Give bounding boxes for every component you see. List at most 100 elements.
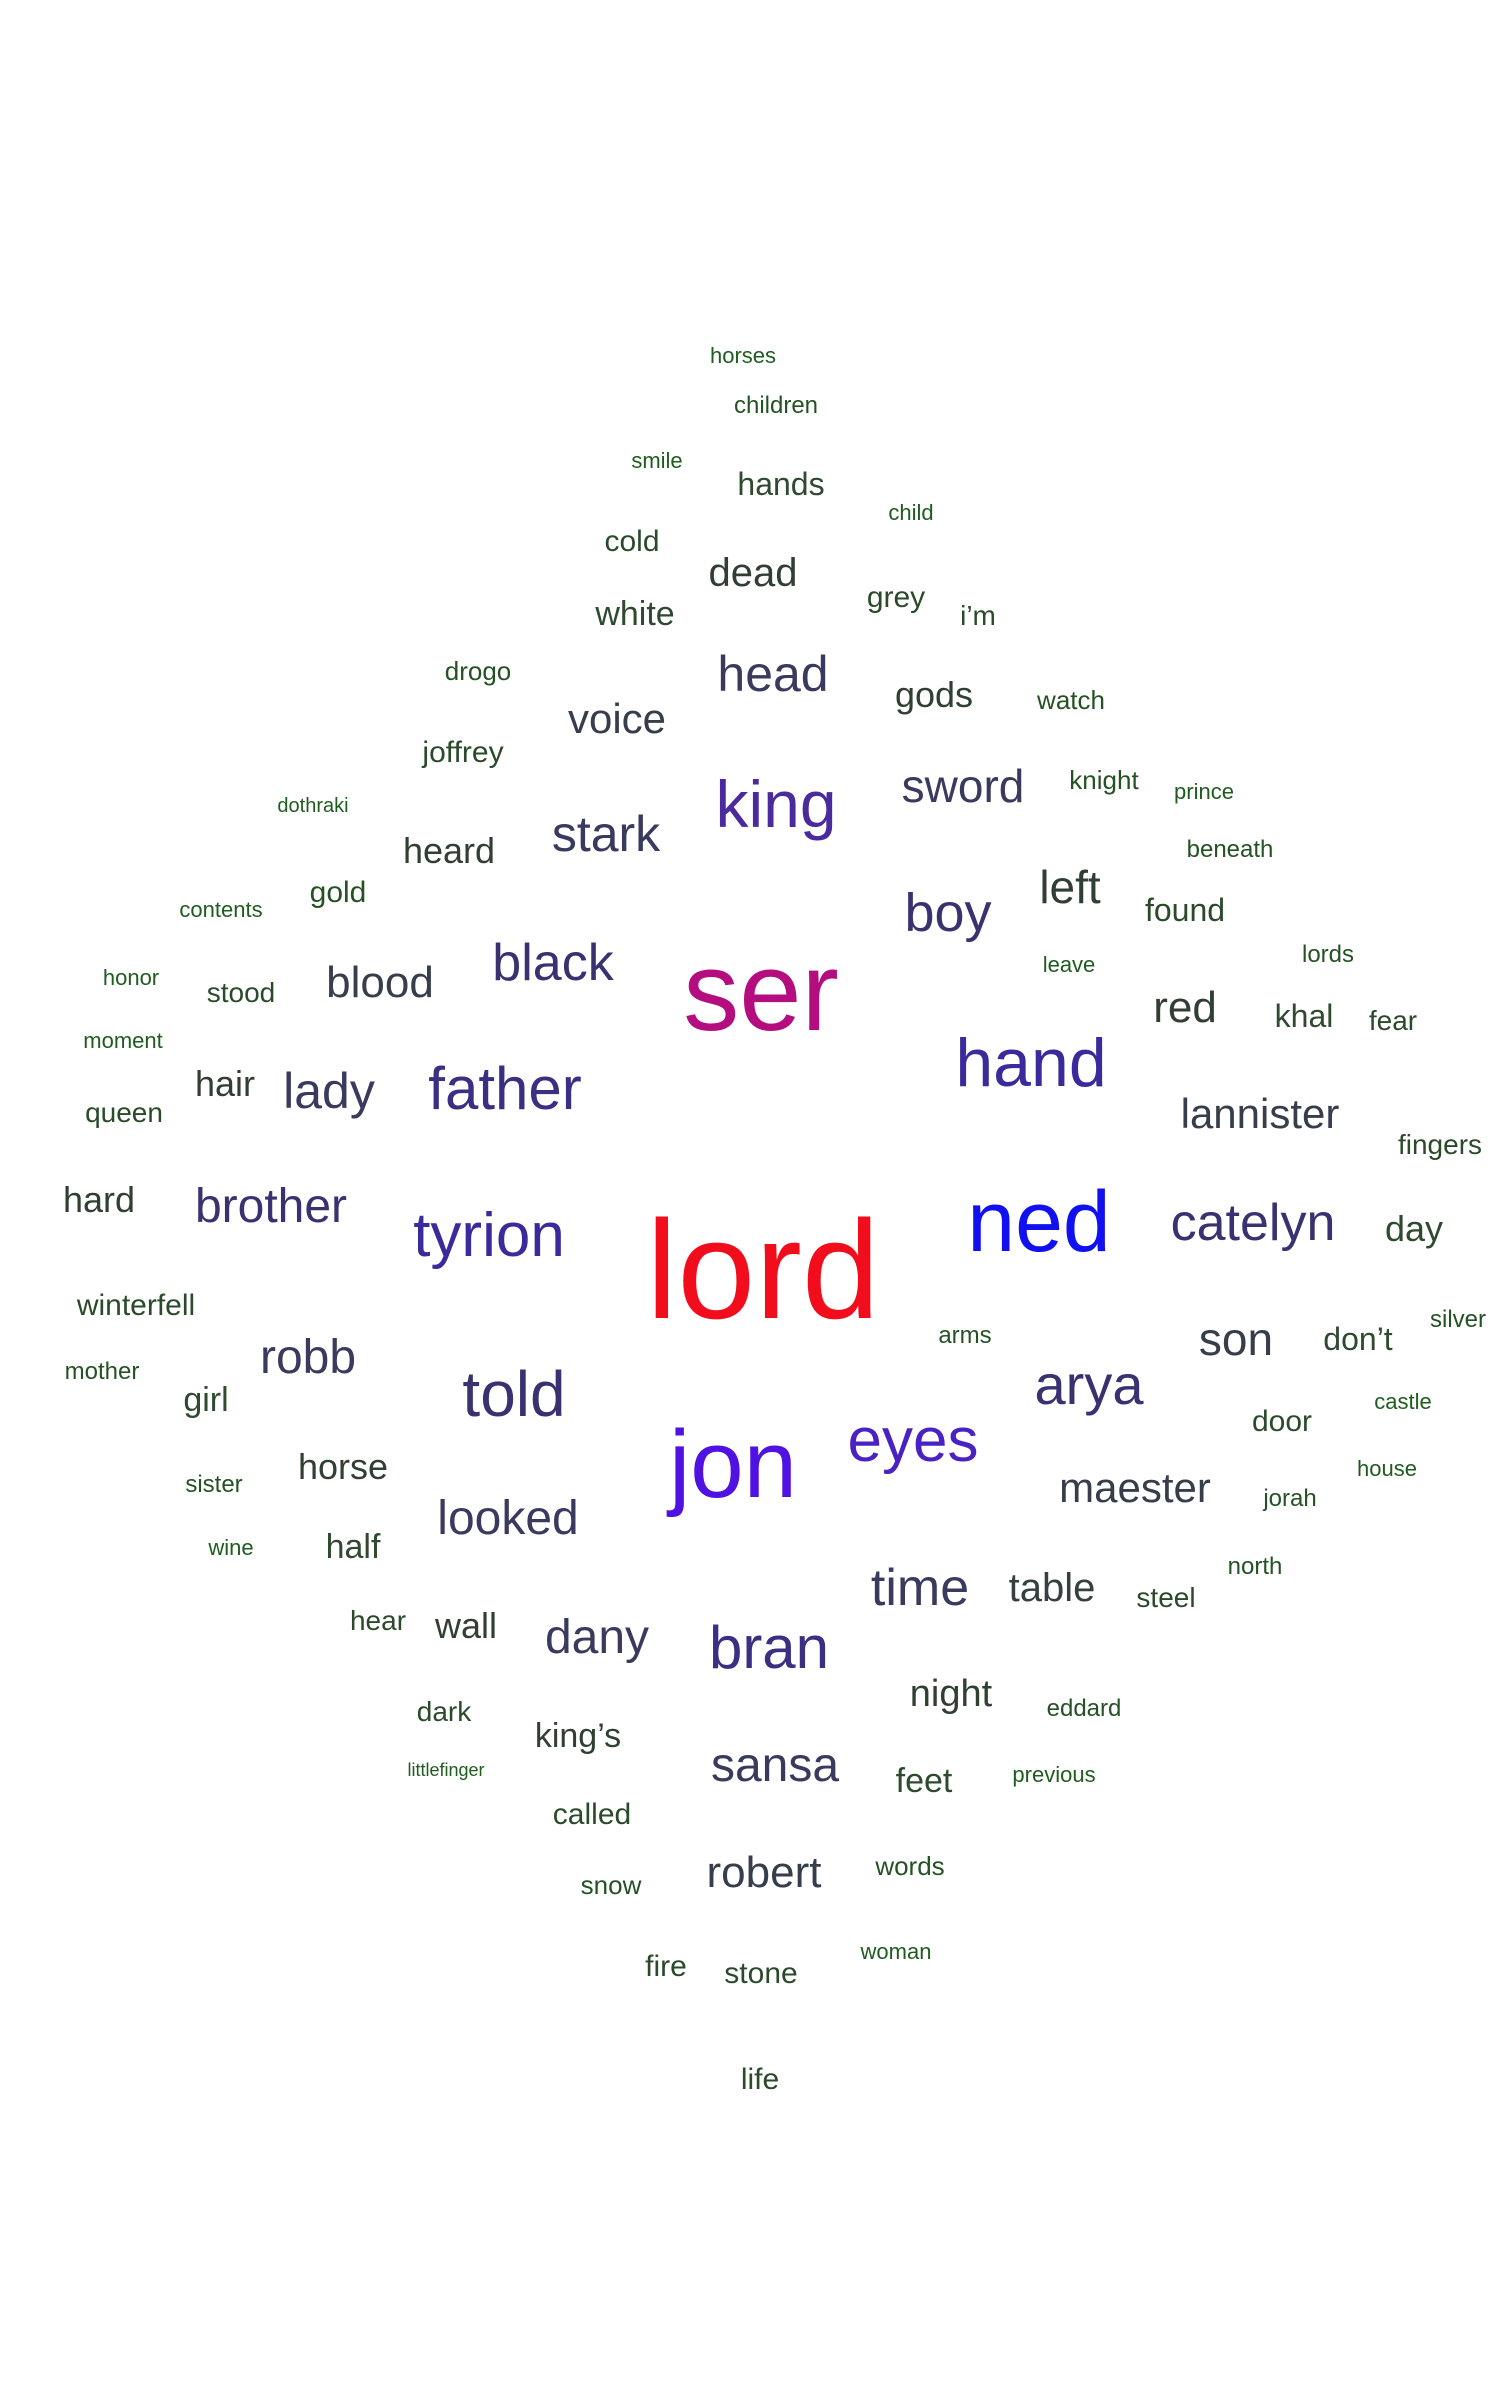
word-dark: dark xyxy=(416,1696,472,1727)
word-stone: stone xyxy=(724,1957,798,1990)
word-day: day xyxy=(1384,1208,1444,1249)
word-beneath: beneath xyxy=(1186,836,1274,863)
word-called: called xyxy=(552,1798,632,1831)
word-im: i’m xyxy=(960,600,996,631)
word-prince: prince xyxy=(1174,779,1234,804)
word-dothraki: dothraki xyxy=(277,795,349,817)
word-lords: lords xyxy=(1301,941,1355,968)
word-horse: horse xyxy=(297,1446,389,1487)
word-hand: hand xyxy=(955,1025,1107,1101)
word-dany: dany xyxy=(544,1611,650,1664)
word-lannister: lannister xyxy=(1180,1090,1340,1137)
word-words: words xyxy=(875,1851,945,1881)
word-arms: arms xyxy=(938,1322,992,1349)
word-hard: hard xyxy=(62,1179,136,1220)
word-knight: knight xyxy=(1069,765,1139,795)
word-boy: boy xyxy=(904,883,992,943)
word-winterfell: winterfell xyxy=(76,1289,196,1322)
word-tyrion: tyrion xyxy=(413,1201,565,1270)
word-woman: woman xyxy=(860,1939,932,1964)
word-door: door xyxy=(1251,1405,1313,1438)
word-lord: lord xyxy=(646,1191,880,1348)
word-white: white xyxy=(595,595,675,633)
word-sword: sword xyxy=(901,760,1025,812)
word-dead: dead xyxy=(708,551,798,595)
word-bran: bran xyxy=(708,1614,830,1681)
word-watch: watch xyxy=(1037,685,1105,715)
word-north: north xyxy=(1227,1553,1283,1580)
word-father: father xyxy=(428,1055,582,1122)
word-grey: grey xyxy=(866,581,926,614)
word-girl: girl xyxy=(183,1381,229,1419)
word-children: children xyxy=(733,392,819,419)
word-fingers: fingers xyxy=(1397,1129,1483,1160)
word-joffrey: joffrey xyxy=(422,736,504,769)
word-hands: hands xyxy=(737,466,825,502)
word-black: black xyxy=(492,934,614,992)
word-ser: ser xyxy=(683,929,839,1054)
word-ned: ned xyxy=(967,1174,1111,1270)
word-table: table xyxy=(1008,1566,1096,1610)
word-jorah: jorah xyxy=(1263,1485,1317,1512)
word-jon: jon xyxy=(668,1411,798,1518)
word-child: child xyxy=(888,500,934,525)
word-sansa: sansa xyxy=(710,1739,840,1792)
word-horses: horses xyxy=(709,343,777,368)
word-previous: previous xyxy=(1012,1762,1096,1787)
word-maester: maester xyxy=(1059,1464,1211,1511)
word-eddard: eddard xyxy=(1046,1695,1122,1722)
word-khal: khal xyxy=(1274,998,1334,1034)
word-brother: brother xyxy=(194,1180,348,1233)
word-night: night xyxy=(909,1673,993,1715)
word-leave: leave xyxy=(1042,952,1096,977)
word-silver: silver xyxy=(1429,1306,1487,1333)
word-voice: voice xyxy=(567,695,667,742)
word-blood: blood xyxy=(326,958,434,1007)
word-steel: steel xyxy=(1136,1582,1196,1613)
word-gods: gods xyxy=(894,674,974,715)
word-wine: wine xyxy=(208,1535,254,1560)
word-feet: feet xyxy=(895,1762,953,1800)
word-robert: robert xyxy=(706,1848,822,1897)
word-contents: contents xyxy=(179,897,263,922)
word-red: red xyxy=(1153,983,1217,1032)
word-left: left xyxy=(1039,861,1101,913)
word-half: half xyxy=(325,1528,381,1566)
word-drogo: drogo xyxy=(444,656,512,686)
word-fire: fire xyxy=(645,1950,687,1983)
word-kings: king’s xyxy=(534,1717,622,1755)
word-heard: heard xyxy=(402,830,496,871)
word-gold: gold xyxy=(309,876,367,909)
word-smile: smile xyxy=(631,448,683,473)
word-looked: looked xyxy=(437,1492,579,1545)
word-fear: fear xyxy=(1368,1005,1418,1036)
word-sister: sister xyxy=(185,1471,243,1498)
word-hear: hear xyxy=(349,1605,407,1636)
word-robb: robb xyxy=(259,1331,357,1384)
word-castle: castle xyxy=(1374,1389,1432,1414)
word-told: told xyxy=(462,1358,566,1430)
word-honor: honor xyxy=(102,965,160,990)
word-cold: cold xyxy=(604,525,660,558)
word-mother: mother xyxy=(64,1358,140,1385)
word-time: time xyxy=(870,1559,970,1617)
word-moment: moment xyxy=(83,1028,163,1053)
word-catelyn: catelyn xyxy=(1170,1194,1336,1252)
word-hair: hair xyxy=(194,1063,256,1104)
word-dont: don’t xyxy=(1323,1321,1393,1357)
word-son: son xyxy=(1198,1313,1274,1365)
word-wall: wall xyxy=(434,1605,498,1646)
word-house: house xyxy=(1357,1456,1417,1481)
word-lady: lady xyxy=(283,1063,375,1119)
word-life: life xyxy=(740,2063,780,2096)
word-stood: stood xyxy=(206,977,276,1008)
word-found: found xyxy=(1144,892,1226,928)
word-stark: stark xyxy=(551,806,661,862)
word-eyes: eyes xyxy=(847,1406,979,1475)
word-king: king xyxy=(715,767,837,841)
word-queen: queen xyxy=(85,1097,163,1128)
word-littlefinger: littlefinger xyxy=(407,1760,485,1780)
word-snow: snow xyxy=(580,1870,642,1900)
word-arya: arya xyxy=(1034,1353,1144,1416)
